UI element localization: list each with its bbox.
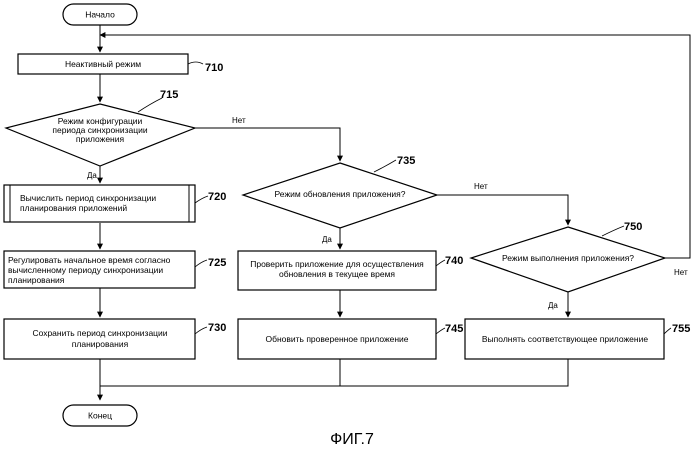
step-740-box: Проверить приложение для осуществления о… — [238, 251, 436, 290]
step-730-line2: планирования — [72, 339, 129, 349]
ref-725: 725 — [208, 257, 226, 269]
decision-735-text: Режим обновления приложения? — [275, 189, 406, 199]
step-755-box: Выполнять соответствующее приложение — [465, 319, 664, 359]
step-740-line1: Проверить приложение для осуществления — [250, 259, 424, 269]
decision-715-line3: приложения — [76, 134, 125, 144]
ref-710: 710 — [205, 62, 223, 74]
ref-715: 715 — [160, 89, 178, 101]
step-755-text: Выполнять соответствующее приложение — [482, 334, 648, 344]
step-730-box: Сохранить период синхронизации планирова… — [4, 319, 195, 359]
step-710-box: Неактивный режим — [18, 54, 188, 74]
step-720-line1: Вычислить период синхронизации — [20, 193, 156, 203]
step-745-box: Обновить проверенное приложение — [238, 319, 436, 359]
end-label: Конец — [88, 411, 112, 421]
start-label: Начало — [85, 10, 115, 20]
decision-735: Режим обновления приложения? — [243, 163, 437, 228]
ref-720: 720 — [208, 191, 226, 203]
decision-750: Режим выполнения приложения? — [471, 227, 665, 292]
decision-750-text: Режим выполнения приложения? — [502, 253, 634, 263]
ref-730: 730 — [208, 322, 226, 334]
step-740-line2: обновления в текущее время — [279, 269, 395, 279]
step-710-text: Неактивный режим — [65, 59, 141, 69]
step-725-box: Регулировать начальное время согласно вы… — [4, 251, 195, 288]
step-745-text: Обновить проверенное приложение — [265, 334, 408, 344]
ref-750: 750 — [624, 221, 642, 233]
label-750-yes: Да — [548, 301, 558, 310]
label-750-no: Нет — [674, 268, 688, 277]
decision-715: Режим конфигурации периода синхронизации… — [6, 104, 195, 166]
step-720-box: Вычислить период синхронизации планирова… — [4, 185, 195, 222]
ref-740: 740 — [445, 255, 463, 267]
step-725-line3: планирования — [8, 275, 65, 285]
label-715-no: Нет — [232, 116, 246, 125]
step-725-line1: Регулировать начальное время согласно — [8, 255, 171, 265]
figure-caption: ФИГ.7 — [330, 431, 374, 448]
ref-745: 745 — [445, 323, 463, 335]
step-720-line2: планирования приложений — [20, 203, 127, 213]
step-725-line2: вычисленному периоду синхронизации — [8, 265, 163, 275]
label-735-no: Нет — [474, 182, 488, 191]
end-terminal: Конец — [63, 405, 137, 426]
start-terminal: Начало — [63, 4, 137, 25]
label-715-yes: Да — [87, 171, 97, 180]
label-735-yes: Да — [322, 235, 332, 244]
step-730-line1: Сохранить период синхронизации — [32, 328, 167, 338]
ref-755: 755 — [672, 323, 690, 335]
ref-735: 735 — [397, 155, 415, 167]
